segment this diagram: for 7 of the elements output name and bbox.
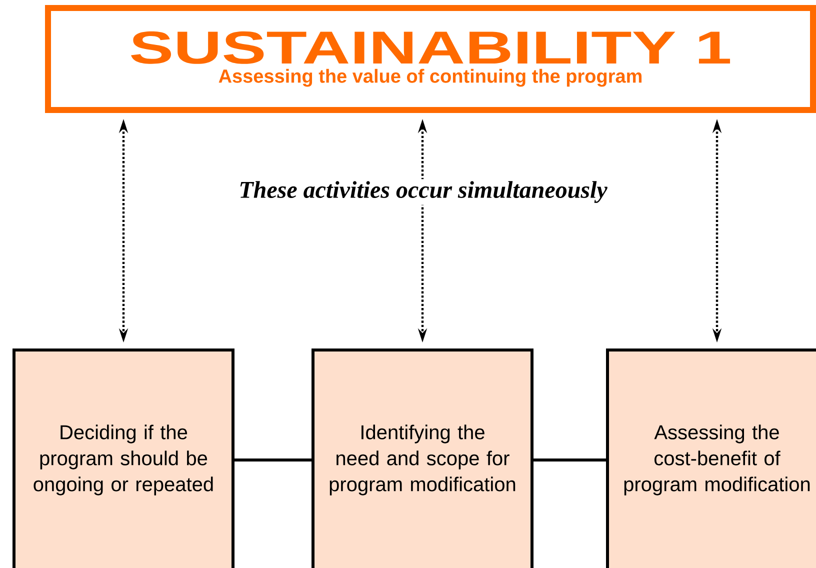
activity-box: Identifying the need and scope for program modification <box>312 348 534 568</box>
connector <box>534 458 606 462</box>
title-box: SUSTAINABILITY 1 Assessing the value of continuing the program <box>45 5 816 113</box>
activity-box: Assessing the cost-benefit of program modification <box>606 348 816 568</box>
activity-box: Deciding if the program should be ongoing or repeated <box>12 348 234 568</box>
connector <box>234 458 312 462</box>
note-text: These activities occur simultaneously <box>236 179 610 205</box>
